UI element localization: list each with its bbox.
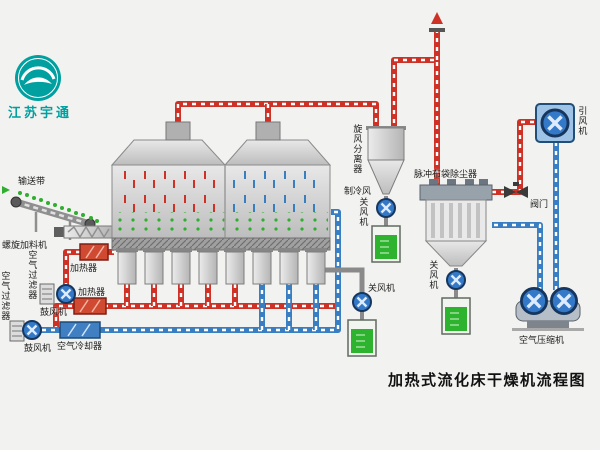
label-air-compressor: 空气压缩机 [519, 335, 565, 345]
blower-fan-1 [55, 283, 77, 305]
dryer-vent-cap-right [255, 121, 281, 141]
label-valve: 阀门 [530, 199, 549, 209]
label-heater-1: 加热器 [70, 263, 98, 273]
logo-bird-icon [24, 77, 52, 85]
air-filter-1 [39, 283, 55, 305]
air-filter-2 [9, 320, 25, 342]
company-name: 江苏宇通 [8, 105, 73, 120]
collection-tank-3 [347, 319, 377, 357]
discharge-hoppers [115, 247, 328, 285]
label-blower-1: 鼓风机 [40, 307, 68, 317]
label-air-cooler: 空气冷却器 [57, 341, 103, 351]
feed-arrow-icon [2, 186, 10, 194]
rotary-airlock-2 [445, 269, 467, 291]
label-bag-filter: 脉冲布袋除尘器 [414, 169, 478, 179]
material-bed-dots [114, 212, 328, 236]
control-valve [504, 182, 528, 198]
label-air-filter-1: 空气过滤器 [27, 250, 38, 300]
heater-1 [79, 243, 109, 261]
label-cyclone: 旋风分离器 [352, 124, 363, 174]
fluidized-bed-dryer [110, 121, 332, 285]
bag-filter [419, 179, 493, 267]
label-cooling-air: 制冷风 [344, 186, 372, 196]
label-airlock-1: 关风机 [358, 197, 369, 227]
collection-tank-2 [441, 297, 471, 335]
label-airlock-2: 关风机 [428, 260, 439, 290]
label-airlock-3: 关风机 [368, 283, 396, 293]
cool-zone-ticks [232, 168, 324, 212]
label-screw-feeder: 螺旋加料机 [2, 240, 48, 250]
rotary-airlock-1 [375, 197, 397, 219]
conveyor-belt [10, 196, 96, 240]
label-heater-2: 加热器 [78, 287, 106, 297]
rotary-airlock-3 [351, 291, 373, 313]
company-logo [14, 54, 62, 107]
blower-fan-2 [21, 319, 43, 341]
hot-zone-ticks [118, 168, 218, 212]
cyclone-separator [366, 126, 406, 195]
label-air-filter-2: 空气过滤器 [0, 271, 11, 321]
material-dots-conveyor [2, 186, 99, 223]
label-conveyor: 输送带 [18, 176, 46, 186]
compressed-air-pipes [492, 142, 556, 300]
dryer-vent-cap-left [165, 121, 191, 141]
heater-2 [73, 297, 107, 315]
air-compressor [512, 286, 584, 331]
induced-draft-fan [535, 103, 575, 143]
screw-feeder [54, 225, 113, 239]
collection-tank-1 [371, 225, 401, 263]
label-blower-2: 鼓风机 [24, 343, 52, 353]
exhaust-stack [429, 12, 445, 32]
logo-swoosh-icon [20, 66, 56, 81]
label-draft-fan: 引风机 [577, 106, 588, 136]
air-cooler [59, 321, 101, 339]
perforated-plate [111, 237, 331, 251]
diagram-title: 加热式流化床干燥机流程图 [388, 372, 587, 389]
